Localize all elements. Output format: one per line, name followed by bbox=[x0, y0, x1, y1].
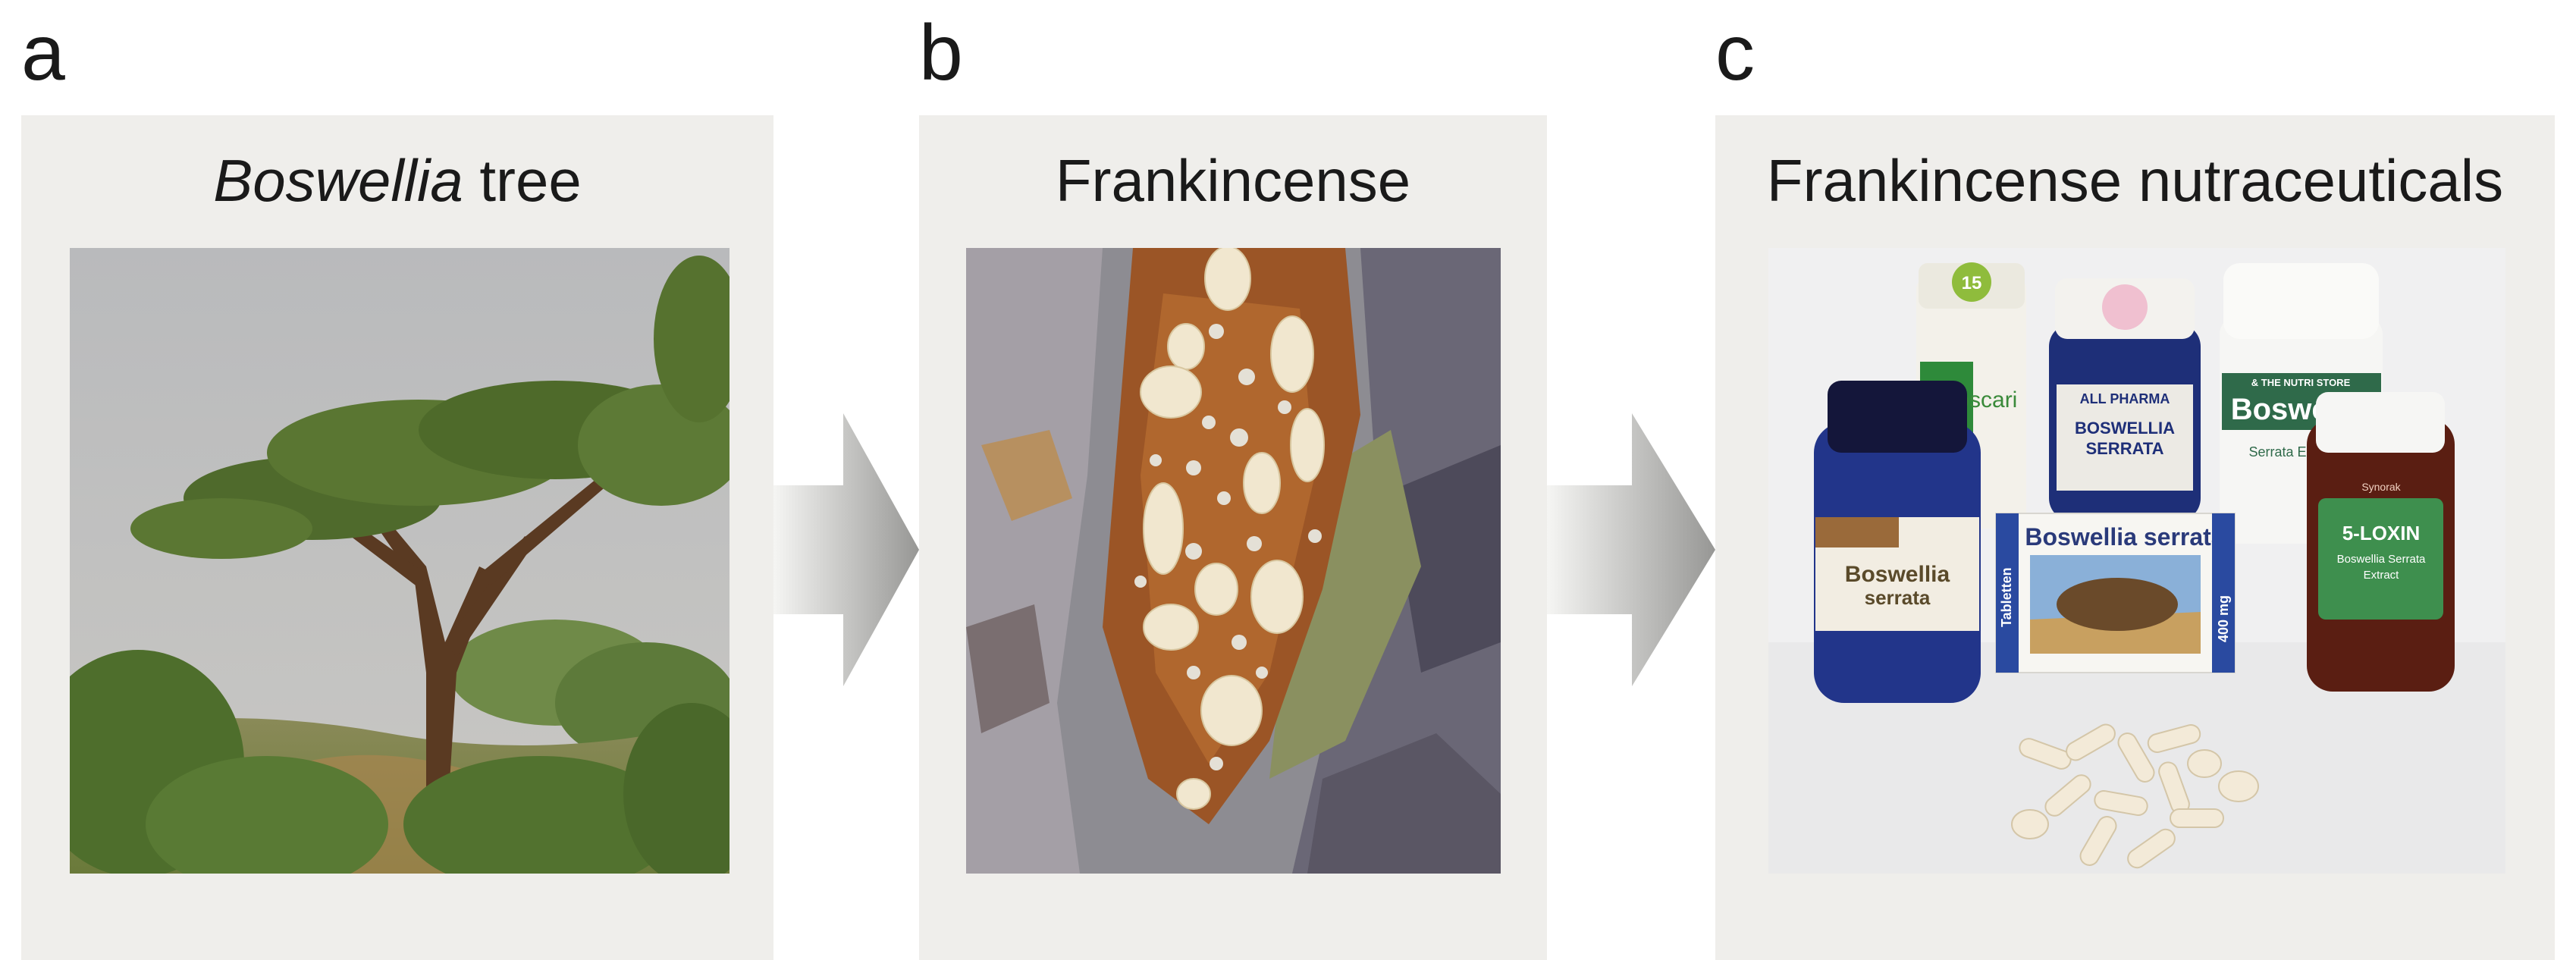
panel-boswellia-tree: Boswellia tree bbox=[21, 115, 773, 960]
panel-title-frankincense: Frankincense bbox=[1055, 147, 1411, 214]
bottle-blue-name-1: Boswellia bbox=[1845, 562, 1950, 587]
resin-photo bbox=[966, 248, 1501, 874]
box-side-right: 400 mg bbox=[2216, 595, 2231, 642]
panel-title-tree-word: tree bbox=[463, 147, 582, 214]
bottle-company: ALL PHARMA bbox=[2080, 391, 2170, 406]
panel-letter-b: b bbox=[919, 9, 963, 97]
arrow-right-icon bbox=[773, 413, 919, 686]
bottle-blue-name-2: serrata bbox=[1865, 586, 1931, 609]
panel-title-tree: Boswellia tree bbox=[21, 146, 773, 217]
bottle-brown-name: 5-LOXIN bbox=[2342, 522, 2421, 544]
panel-nutraceuticals: Frankincense nutraceuticals 15 boscari A… bbox=[1715, 115, 2555, 960]
products-photo: 15 boscari ALL PHARMA BOSWELLIA SERRATA … bbox=[1768, 248, 2505, 874]
bottle-brown-sub-2: Extract bbox=[2364, 569, 2400, 582]
bottle-brown-brand: Synorak bbox=[2361, 481, 2401, 493]
panel-title-genus: Boswellia bbox=[213, 147, 463, 214]
tree-photo bbox=[70, 248, 730, 874]
bottle-number: 15 bbox=[1962, 273, 1982, 293]
bottle-store-name: & THE NUTRI STORE bbox=[2251, 377, 2351, 388]
bottle-name-line-2: SERRATA bbox=[2085, 439, 2163, 458]
panel-title-nutraceuticals: Frankincense nutraceuticals bbox=[1766, 147, 2504, 214]
panel-frankincense: Frankincense bbox=[919, 115, 1547, 960]
panel-letter-a: a bbox=[21, 9, 65, 97]
bottle-brown-sub-1: Boswellia Serrata bbox=[2337, 553, 2426, 566]
box-side-left: Tabletten bbox=[1999, 567, 2014, 627]
bottle-name-line-1: BOSWELLIA bbox=[2075, 419, 2175, 438]
box-title: Boswellia serrata bbox=[2025, 523, 2224, 551]
arrow-right-icon bbox=[1547, 413, 1715, 686]
panel-letter-c: c bbox=[1715, 9, 1755, 97]
